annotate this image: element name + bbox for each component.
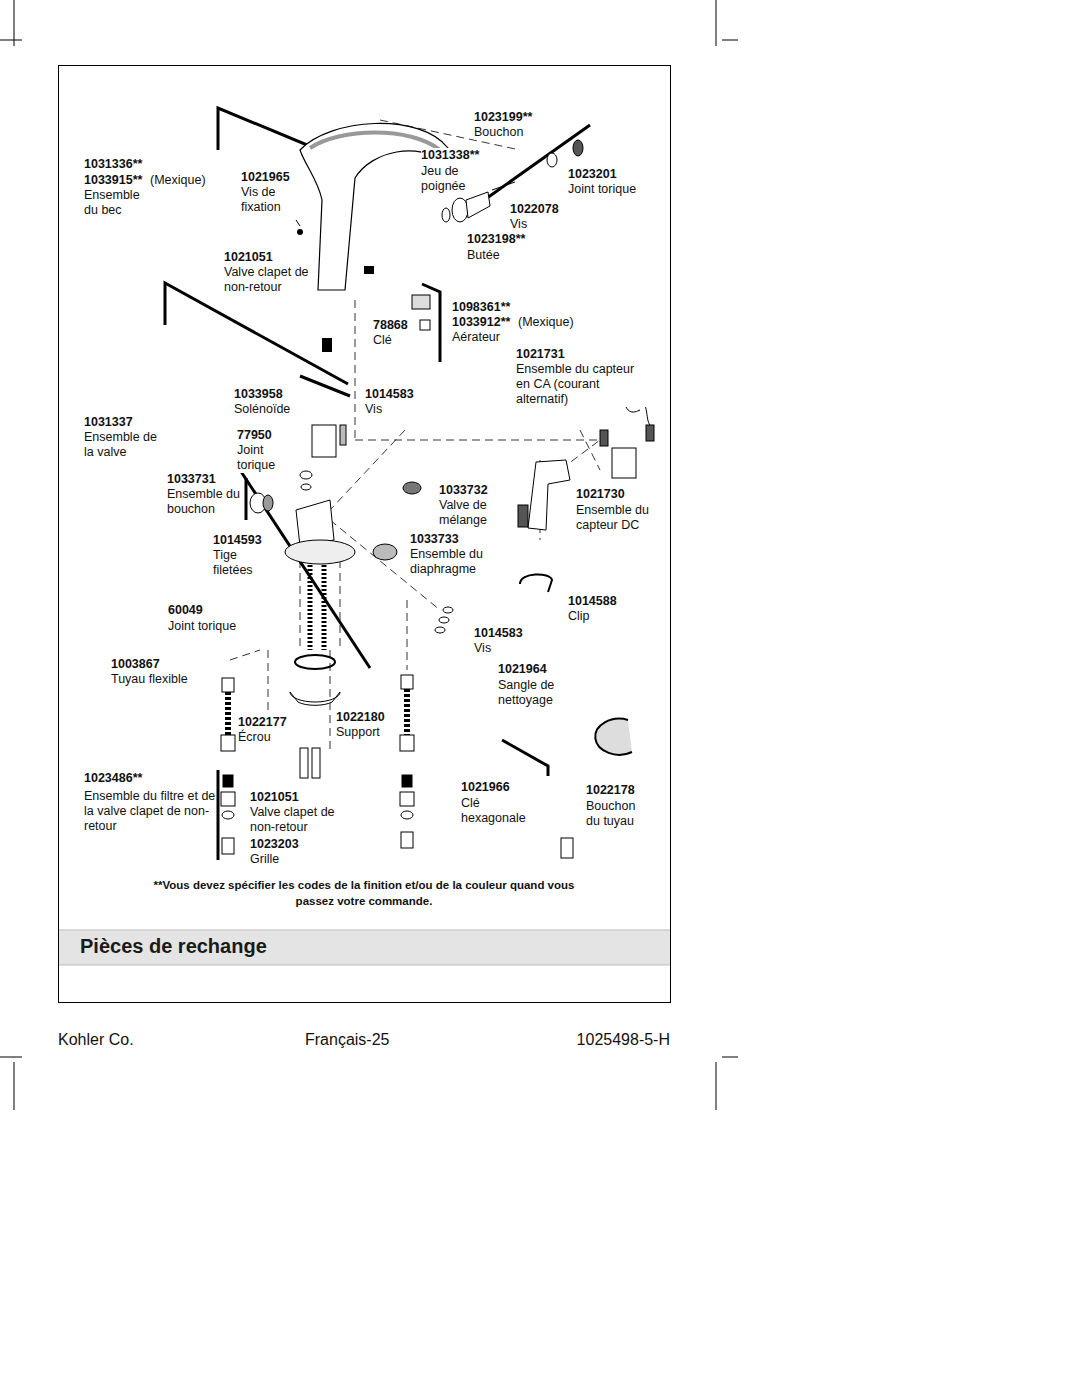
part-number: 1033958: [234, 387, 283, 402]
part-number: 1033732: [439, 483, 488, 498]
part-name: Écrou: [238, 730, 271, 745]
part-number: 1033915**: [84, 173, 142, 188]
part-name: Solénoïde: [234, 402, 290, 417]
part-name: Butée: [467, 248, 500, 263]
part-number: 1021965: [241, 170, 290, 185]
part-number: 1023201: [568, 167, 617, 182]
part-number: 1031337: [84, 415, 133, 430]
part-name: (Mexique): [518, 315, 574, 330]
part-number: 1021731: [516, 347, 651, 362]
part-name: Grille: [250, 852, 279, 867]
page-footer: Kohler Co.: [58, 1030, 134, 1050]
part-number: 1023199**: [474, 110, 532, 125]
part-number: 1021051: [224, 250, 273, 265]
part-number: 1023203: [250, 837, 299, 852]
part-name: Clé: [373, 333, 392, 348]
part-name: Jeu de poignée: [421, 164, 473, 194]
part-number: 1014583: [474, 626, 523, 641]
part-number: 78868: [373, 318, 408, 333]
part-name: Bouchon du tuyau: [586, 799, 648, 829]
part-name: Vis: [474, 641, 491, 656]
part-name: Vis: [510, 217, 527, 232]
part-number: 1022177: [238, 715, 287, 730]
part-name: Valve clapet de non-retour: [250, 805, 340, 835]
part-number: 1021964: [498, 662, 547, 677]
part-number: 77950: [237, 428, 272, 443]
part-number: 1022180: [336, 710, 385, 725]
part-name: Ensemble du capteur DC: [576, 503, 651, 533]
part-number: 1033912**: [452, 315, 510, 330]
part-name: Valve clapet de non-retour: [224, 265, 314, 295]
page-footer: Français-25: [305, 1030, 389, 1050]
part-number: 1031338**: [421, 148, 479, 163]
part-number: 1098361**: [452, 300, 510, 315]
part-name: Joint torique: [237, 443, 282, 473]
part-number: 1022078: [510, 202, 559, 217]
part-number: 1022178: [586, 783, 635, 798]
part-name: Valve de mélange: [439, 498, 501, 528]
part-name: Ensemble du diaphragme: [410, 547, 510, 577]
part-name: Bouchon: [474, 125, 523, 140]
part-number: 60049: [168, 603, 203, 618]
part-number: 1031336**: [84, 157, 142, 172]
part-name: Sangle de nettoyage: [498, 678, 570, 708]
part-number: 1014588: [568, 594, 617, 609]
section-title: Pièces de rechange: [80, 935, 267, 958]
part-number: 1021051: [250, 790, 299, 805]
part-name: Tuyau flexible: [111, 672, 188, 687]
part-number: 1033733: [410, 532, 459, 547]
part-name: Support: [336, 725, 380, 740]
page-footer: 1025498-5-H: [577, 1030, 670, 1050]
part-name: Joint torique: [568, 182, 636, 197]
part-name: Clé hexagonale: [461, 796, 526, 826]
part-number: 1023486**: [84, 771, 142, 786]
part-name: Ensemble du bouchon: [167, 487, 242, 517]
part-name: Aérateur: [452, 330, 500, 345]
part-name: Ensemble du capteur en CA (courant alter…: [516, 362, 651, 407]
part-name: Clip: [568, 609, 590, 624]
part-name: Joint torique: [168, 619, 236, 634]
part-name: Vis: [365, 402, 382, 417]
part-name: Vis de fixation: [241, 185, 296, 215]
part-name: (Mexique): [150, 173, 206, 188]
part-number: 1033731: [167, 472, 216, 487]
part-number: 1014583: [365, 387, 414, 402]
part-name: Ensemble du filtre et de la valve clapet…: [84, 789, 216, 834]
part-number: 1003867: [111, 657, 160, 672]
part-number: 1021730: [576, 487, 625, 502]
part-name: Ensemble de la valve: [84, 430, 159, 460]
part-number: 1021966: [461, 780, 510, 795]
part-number: 1023198**: [467, 232, 525, 247]
part-name: Ensemble du bec: [84, 188, 156, 218]
part-number: 1014593: [213, 533, 262, 548]
order-note: **Vous devez spécifier les codes de la f…: [134, 877, 594, 909]
part-name: Tige filetées: [213, 548, 263, 578]
